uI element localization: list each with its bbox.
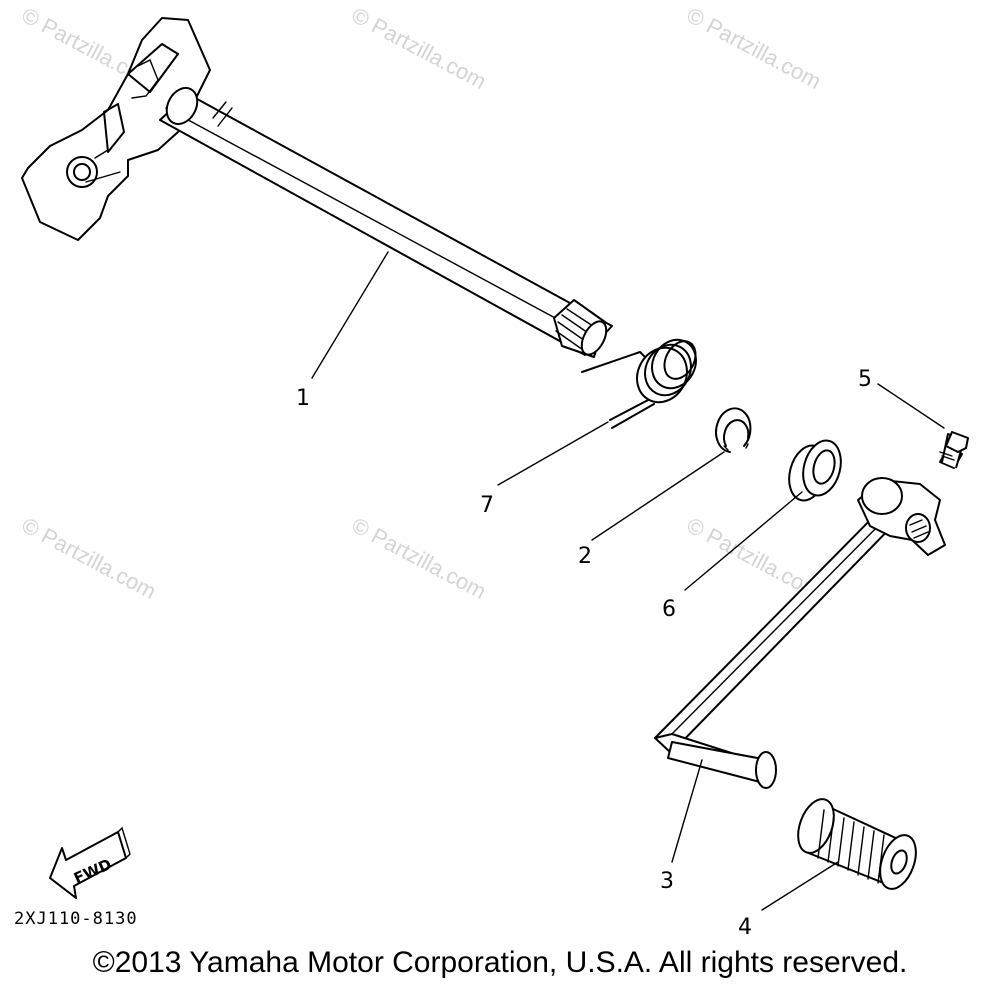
watermark: © Partzilla.com <box>348 2 491 94</box>
callout-6: 6 <box>662 597 676 622</box>
callouts: 1 2 3 4 5 6 7 <box>296 367 872 940</box>
copyright-notice: ©2013 Yamaha Motor Corporation, U.S.A. A… <box>92 946 908 979</box>
leader-line-1 <box>311 251 389 379</box>
shift-pedal-part <box>654 477 946 789</box>
callout-4: 4 <box>738 915 752 940</box>
callout-2: 2 <box>578 544 592 569</box>
leader-lines <box>311 251 945 911</box>
torsion-spring-part <box>581 338 697 429</box>
diagram-code: 2XJ110-8130 <box>14 909 138 929</box>
callout-3: 3 <box>660 869 674 894</box>
oil-seal-part <box>788 439 842 502</box>
leader-line-7 <box>497 421 609 486</box>
pedal-rubber-part <box>797 798 917 890</box>
watermark: © Partzilla.com <box>683 2 826 94</box>
fwd-arrow-icon: FWD <box>49 826 131 899</box>
watermark: © Partzilla.com <box>348 512 491 604</box>
callout-1: 1 <box>296 386 310 411</box>
leader-line-6 <box>684 491 803 591</box>
leader-line-5 <box>877 383 945 429</box>
callout-7: 7 <box>480 493 494 518</box>
callout-5: 5 <box>858 367 872 392</box>
shift-shaft-part <box>21 17 613 358</box>
bolt-part <box>939 431 969 469</box>
leader-line-4 <box>761 861 839 911</box>
circlip-part <box>715 407 752 453</box>
leader-line-2 <box>591 451 725 541</box>
watermark: © Partzilla.com <box>18 512 161 604</box>
leader-line-3 <box>671 759 703 863</box>
